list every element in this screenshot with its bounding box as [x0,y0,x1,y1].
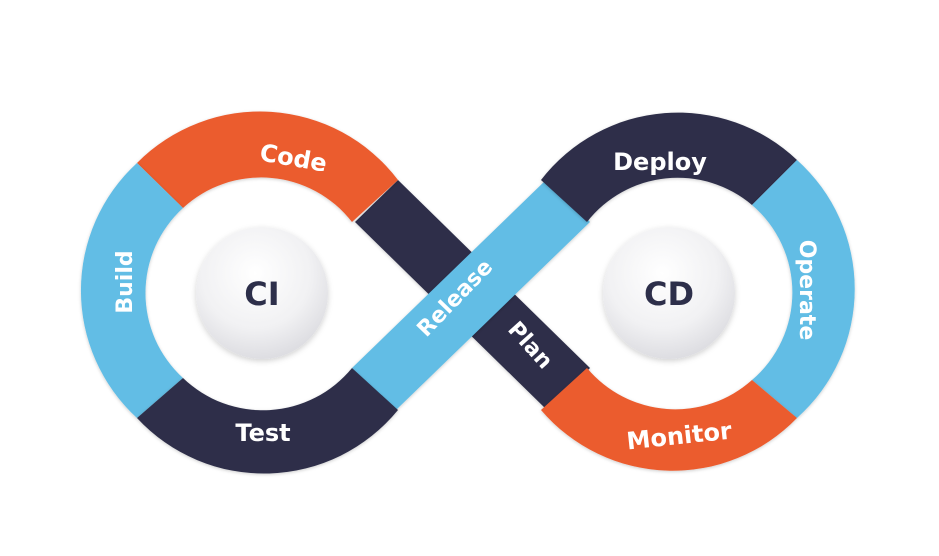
ci-label: CI [244,275,279,313]
build-segment [80,163,183,418]
operate-segment [752,160,855,418]
operate-label: Operate [794,240,819,341]
cd-label: CD [644,275,694,313]
monitor-segment [541,368,797,471]
deploy-label: Deploy [613,148,707,176]
build-label: Build [113,250,138,313]
ci-hub: CI [196,227,328,359]
cd-hub: CD [603,227,735,359]
code-segment [137,111,398,222]
deploy-segment [541,112,797,222]
test-segment [137,368,398,474]
release-segment [352,178,590,410]
test-label: Test [235,419,290,447]
